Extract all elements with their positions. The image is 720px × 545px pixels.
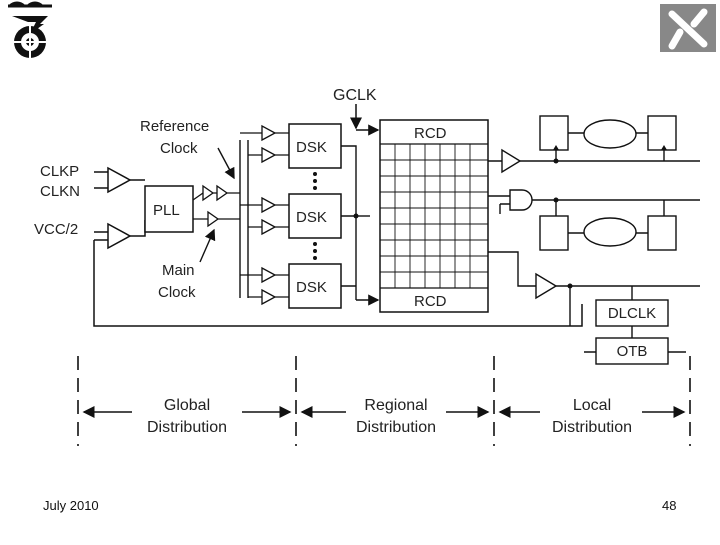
dsk3-buffer-b bbox=[261, 288, 277, 306]
pll-out-buffer-2 bbox=[216, 184, 229, 202]
dsk-label-1: DSK bbox=[296, 139, 327, 156]
otb-label: OTB bbox=[617, 343, 648, 360]
regional-label-line1: Regional bbox=[364, 397, 427, 414]
flipflop-2b bbox=[647, 215, 677, 251]
reference-clock-arrow bbox=[217, 147, 235, 180]
dsk-label-3: DSK bbox=[296, 279, 327, 296]
input-buffer-vcc bbox=[107, 222, 132, 250]
dsk3-buffer-a bbox=[261, 266, 277, 284]
local-label-line2: Distribution bbox=[552, 419, 632, 436]
pll-block bbox=[144, 185, 194, 233]
rcd-grid bbox=[380, 144, 488, 288]
local-label-line1: Local bbox=[573, 397, 611, 414]
logic-cloud-1 bbox=[583, 119, 637, 149]
dsk1-buffer-b bbox=[261, 146, 277, 164]
dsk2-buffer-b bbox=[261, 218, 277, 236]
gclk-label: GCLK bbox=[333, 87, 377, 104]
dsk-label-2: DSK bbox=[296, 209, 327, 226]
main-clock-buffer bbox=[207, 210, 220, 228]
flipflop-2a bbox=[539, 215, 569, 251]
region-dividers bbox=[77, 356, 691, 446]
logic-cloud-2 bbox=[583, 217, 637, 247]
local-buffer-1 bbox=[501, 148, 522, 174]
main-clock-label-line2: Clock bbox=[158, 284, 196, 301]
dsk-block-3 bbox=[288, 263, 342, 309]
clkn-label: CLKN bbox=[40, 183, 80, 200]
rcd-bottom-label: RCD bbox=[414, 293, 447, 310]
input-buffer-clk bbox=[107, 166, 132, 194]
main-clock-label-line1: Main bbox=[162, 262, 195, 279]
dsk1-buffer-a bbox=[261, 124, 277, 142]
local-and-gate bbox=[509, 189, 533, 211]
pll-label: PLL bbox=[153, 202, 180, 219]
flipflop-1b bbox=[647, 115, 677, 151]
rcd-top-label: RCD bbox=[414, 125, 447, 142]
footer-date: July 2010 bbox=[43, 498, 99, 513]
pll-out-buffer-1 bbox=[202, 184, 215, 202]
vcc2-label: VCC/2 bbox=[34, 221, 78, 238]
global-label-line1: Global bbox=[164, 397, 210, 414]
flipflop-1a bbox=[539, 115, 569, 151]
rcd-grid-block bbox=[379, 119, 489, 313]
aleph-logo-icon bbox=[660, 4, 716, 52]
reference-clock-label-line1: Reference bbox=[140, 118, 209, 135]
main-clock-arrow bbox=[199, 228, 216, 263]
footer-page-number: 48 bbox=[662, 498, 677, 513]
technion-logo-icon bbox=[8, 1, 52, 58]
dsk2-buffer-a bbox=[261, 196, 277, 214]
clkp-label: CLKP bbox=[40, 163, 79, 180]
dsk-block-1 bbox=[288, 123, 342, 169]
global-label-line2: Distribution bbox=[147, 419, 227, 436]
dlclk-label: DLCLK bbox=[608, 305, 656, 322]
dsk-block-2 bbox=[288, 193, 342, 239]
dsk-ellipsis bbox=[313, 172, 317, 260]
otb-block bbox=[595, 337, 669, 365]
reference-clock-label-line2: Clock bbox=[160, 140, 198, 157]
local-buffer-3 bbox=[535, 272, 558, 300]
regional-label-line2: Distribution bbox=[356, 419, 436, 436]
